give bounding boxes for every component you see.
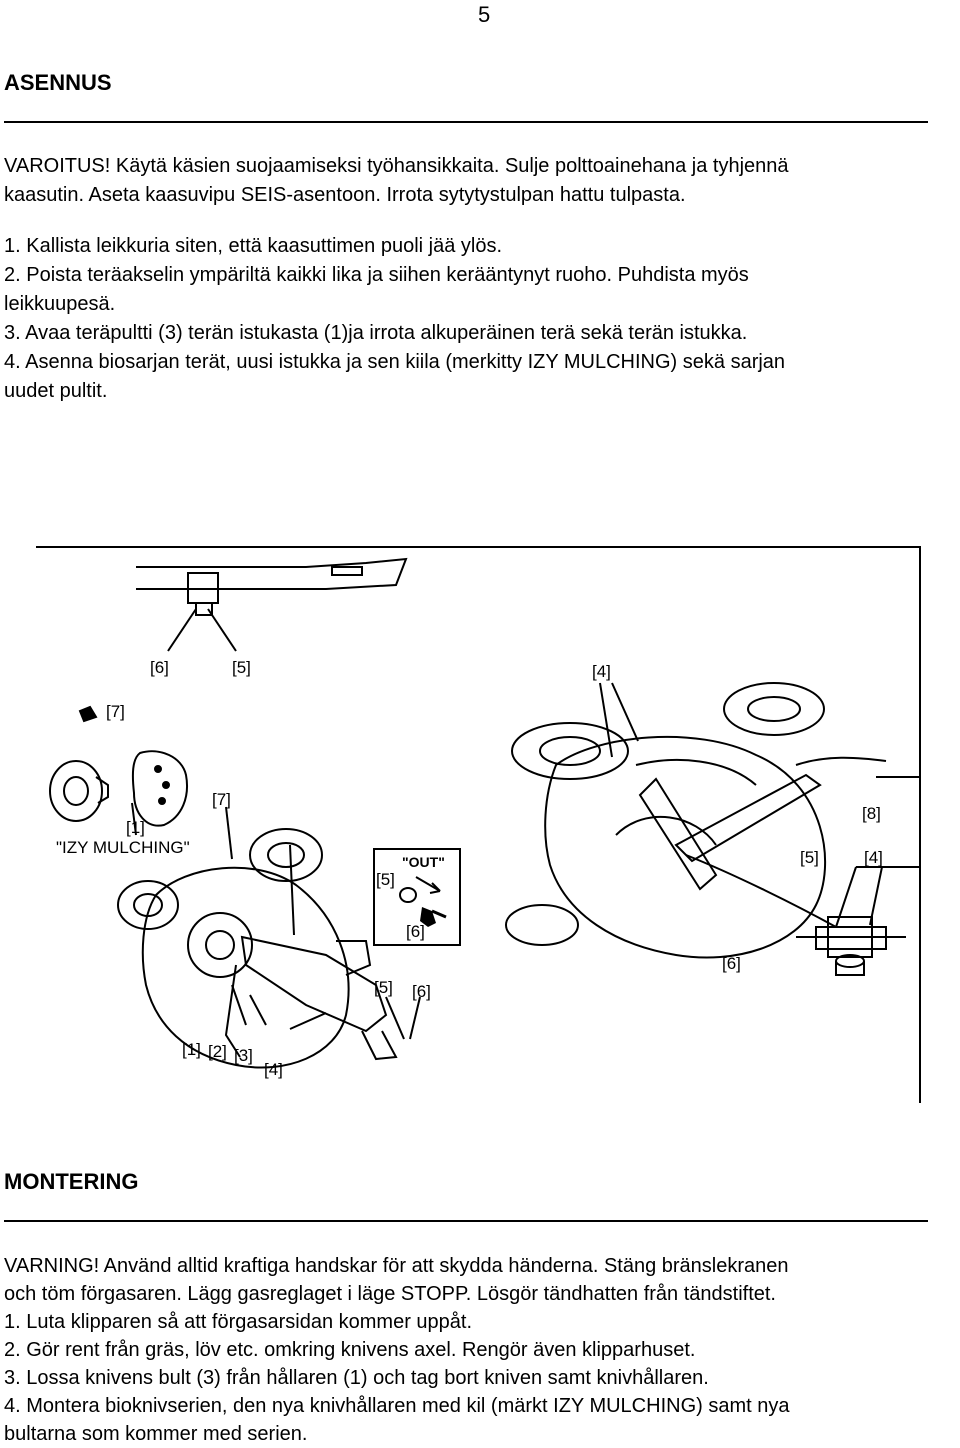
- label-4-right: [4]: [592, 662, 611, 681]
- heading-montering: MONTERING: [4, 1169, 139, 1194]
- label-7-top: [7]: [106, 702, 125, 721]
- text-line: 1. Luta klipparen så att förgasarsidan k…: [4, 1311, 473, 1333]
- label-6-out: [6]: [406, 922, 425, 941]
- label-5-out: [5]: [376, 870, 395, 889]
- text-line: kaasutin. Aseta kaasuvipu SEIS-asentoon.…: [4, 184, 686, 206]
- mower-wrench-right-drawing: [505, 682, 920, 976]
- label-5-low: [5]: [374, 978, 393, 997]
- label-4-right-2: [4]: [864, 848, 883, 867]
- text-line: 1. Kallista leikkuria siten, että kaasut…: [4, 235, 503, 257]
- label-3-bottom: [3]: [234, 1046, 253, 1065]
- blade-top-drawing: [136, 557, 408, 616]
- text-line: 3. Lossa knivens bult (3) från hållaren …: [4, 1367, 709, 1389]
- heading-asennus: ASENNUS: [4, 70, 112, 95]
- label-6-low: [6]: [412, 982, 431, 1001]
- assembly-illustration: [6] [5] [7] [1] "IZY MULCHING": [36, 546, 921, 1103]
- mower-underside-left-drawing: [117, 828, 398, 1069]
- text-line: 2. Gör rent från gräs, löv etc. omkring …: [4, 1339, 696, 1361]
- text-line: leikkuupesä.: [4, 293, 116, 315]
- label-4-bottom: [4]: [264, 1060, 283, 1079]
- text-line: VAROITUS! Käytä käsien suojaamiseksi työ…: [4, 155, 789, 177]
- label-5-top: [5]: [232, 658, 251, 677]
- label-1-mid: [1]: [126, 818, 145, 837]
- swedish-instructions: VARNING! Använd alltid kraftiga handskar…: [4, 1252, 960, 1448]
- finnish-instructions: VAROITUS! Käytä käsien suojaamiseksi työ…: [4, 152, 960, 210]
- label-8-right: [8]: [862, 804, 881, 823]
- divider-rule: [4, 121, 928, 123]
- text-line: 4. Asenna biosarjan terät, uusi istukka …: [4, 351, 786, 373]
- divider-rule: [4, 1220, 928, 1222]
- text-line: 3. Avaa teräpultti (3) terän istukasta (…: [4, 322, 748, 344]
- out-detail-box: [373, 848, 461, 946]
- label-6-top: [6]: [150, 658, 169, 677]
- page-number: 5: [478, 2, 491, 27]
- finnish-steps: 1. Kallista leikkuria siten, että kaasut…: [4, 232, 960, 406]
- label-2-bottom: [2]: [208, 1042, 227, 1061]
- text-line: bultarna som kommer med serien.: [4, 1423, 308, 1445]
- text-line: och töm förgasaren. Lägg gasreglaget i l…: [4, 1283, 776, 1305]
- label-1-bottom: [1]: [182, 1040, 201, 1059]
- text-line: 2. Poista teräakselin ympäriltä kaikki l…: [4, 264, 749, 286]
- label-6-right: [6]: [722, 954, 741, 973]
- text-line: 4. Montera bioknivserien, den nya knivhå…: [4, 1395, 790, 1417]
- text-line: VARNING! Använd alltid kraftiga handskar…: [4, 1255, 789, 1277]
- blade-holder-drawing: [49, 705, 188, 836]
- label-out: "OUT": [402, 854, 445, 870]
- label-7-mid: [7]: [212, 790, 231, 809]
- text-line: uudet pultit.: [4, 380, 108, 402]
- label-5-right: [5]: [800, 848, 819, 867]
- label-izy-mulching: "IZY MULCHING": [56, 838, 190, 857]
